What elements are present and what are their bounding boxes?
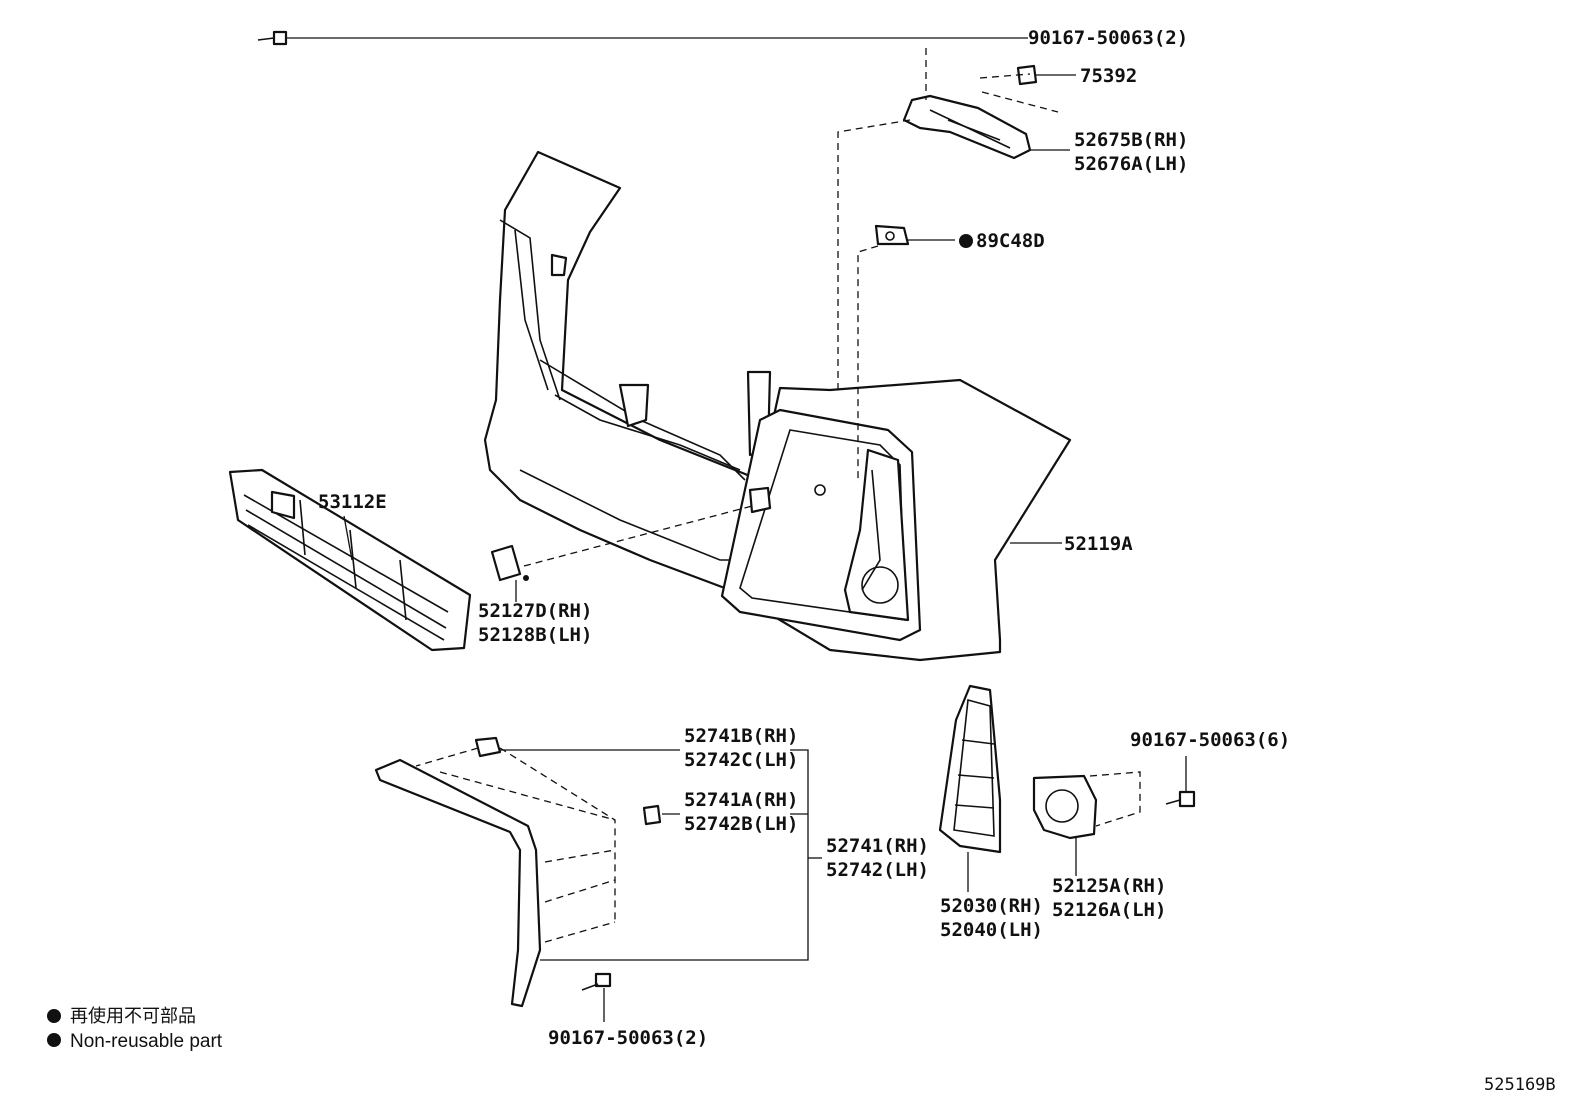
- label-lamp-lh: 52126A(LH): [1052, 899, 1166, 921]
- label-clip-a-rh: 52741A(RH): [684, 789, 798, 811]
- non-reusable-marker: [959, 234, 973, 248]
- label-molding-rh: 52741(RH): [826, 835, 929, 857]
- label-clip-bb-lh: 52742B(LH): [684, 813, 798, 835]
- leader-lines: [286, 37, 1187, 1022]
- label-bolt-right: 90167-50063(6): [1130, 729, 1290, 751]
- label-retainer: 89C48D: [976, 230, 1045, 252]
- label-bezel-lh: 52040(LH): [940, 919, 1043, 941]
- bracket-drawing: [902, 94, 1032, 160]
- label-cover: 52119A: [1064, 533, 1133, 555]
- legend-marker-2: [47, 1033, 61, 1047]
- hole-cap-drawing: [490, 544, 522, 582]
- assembly-lines: [415, 48, 1141, 943]
- label-bolt-bottom: 90167-50063(2): [548, 1027, 708, 1049]
- label-bezel-rh: 52030(RH): [940, 895, 1043, 917]
- label-clip-b-rh: 52741B(RH): [684, 725, 798, 747]
- label-bolt-top: 90167-50063(2): [1028, 27, 1188, 49]
- diagram-reference: 525169B: [1484, 1075, 1556, 1095]
- label-cap-rh: 52127D(RH): [478, 600, 592, 622]
- label-molding-lh: 52742(LH): [826, 859, 929, 881]
- bolt-right-drawing: [1165, 790, 1196, 808]
- bolt-top-drawing: [257, 30, 288, 46]
- label-bracket-lh: 52676A(LH): [1074, 153, 1188, 175]
- hole-cap-pin: [523, 575, 529, 581]
- clip-75392-drawing: [1016, 64, 1038, 86]
- label-clip-75392: 75392: [1080, 65, 1137, 87]
- bezel-drawing: [938, 684, 1002, 854]
- retainer-drawing: [874, 224, 910, 246]
- molding-drawing: [374, 758, 542, 1008]
- label-cap-lh: 52128B(LH): [478, 624, 592, 646]
- lower-grille-drawing: [228, 468, 472, 652]
- legend-marker-1: [47, 1009, 61, 1023]
- legend-line-2: Non-reusable part: [70, 1031, 223, 1052]
- clip-52741b-drawing: [474, 736, 502, 758]
- fog-lamp-drawing: [1032, 774, 1098, 840]
- clip-52741a-drawing: [642, 804, 662, 826]
- legend-line-1: 再使用不可部品: [70, 1006, 196, 1027]
- bumper-cover-drawing: [483, 150, 1072, 662]
- label-grille: 53112E: [318, 491, 387, 513]
- bolt-bottom-drawing: [581, 972, 612, 991]
- label-lamp-rh: 52125A(RH): [1052, 875, 1166, 897]
- label-bracket-rh: 52675B(RH): [1074, 129, 1188, 151]
- label-clip-c-lh: 52742C(LH): [684, 749, 798, 771]
